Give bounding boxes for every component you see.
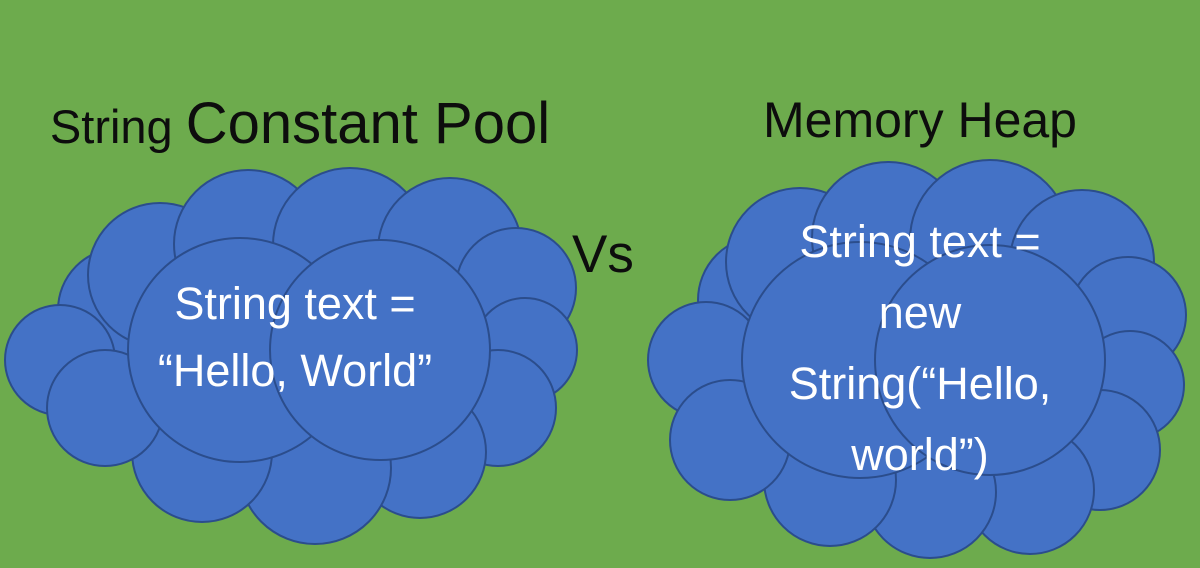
left-title-words-constant-pool: Constant Pool xyxy=(185,91,551,156)
left-title-word-string: String xyxy=(49,100,186,153)
right-cloud-code-line: world”) xyxy=(851,429,989,480)
right-cloud-code-line: new xyxy=(878,287,962,338)
left-title: String Constant Pool xyxy=(20,95,580,153)
vs-divider-label: Vs xyxy=(572,225,634,284)
cloud-shape-right xyxy=(647,159,1187,559)
left-cloud-code-line: String text = xyxy=(174,278,416,329)
right-cloud-code-text: String text = new String(“Hello, world”) xyxy=(695,206,1145,490)
cloud-shape-left xyxy=(4,167,578,545)
right-cloud-code-line: String(“Hello, xyxy=(788,358,1052,409)
right-title: Memory Heap xyxy=(763,92,1077,148)
left-cloud-code-line: “Hello, World” xyxy=(157,345,433,396)
right-cloud-code-line: String text = xyxy=(799,216,1041,267)
left-cloud-code-text: String text = “Hello, World” xyxy=(70,270,520,404)
